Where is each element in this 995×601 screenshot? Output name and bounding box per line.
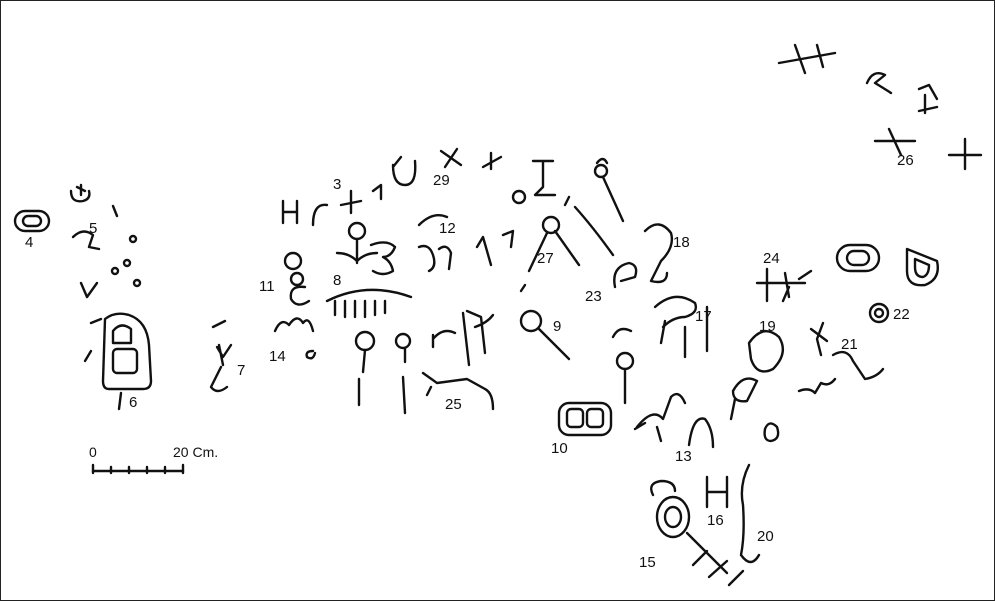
glyph-lizard [635, 394, 685, 441]
label-18: 18 [673, 234, 690, 251]
glyph-12 [419, 215, 513, 271]
label-27: 27 [537, 250, 554, 267]
glyph-19 [731, 331, 783, 441]
glyph-ovals-right [837, 245, 938, 285]
glyph-22 [870, 304, 888, 322]
glyph-3 [283, 157, 415, 225]
label-22: 22 [893, 306, 910, 323]
label-10: 10 [551, 440, 568, 457]
scale-zero-label: 0 [89, 444, 97, 460]
label-6: 6 [129, 394, 137, 411]
label-21: 21 [841, 336, 858, 353]
glyph-bulbs [356, 331, 455, 413]
glyph-21 [799, 323, 883, 393]
label-16: 16 [707, 512, 724, 529]
glyph-23 [614, 263, 636, 287]
glyph-9 [521, 311, 569, 359]
label-29: 29 [433, 172, 450, 189]
glyph-15 [651, 481, 743, 585]
label-7: 7 [237, 362, 245, 379]
label-4: 4 [25, 234, 33, 251]
glyph-7 [211, 321, 231, 391]
label-13: 13 [675, 448, 692, 465]
glyph-10 [559, 403, 611, 435]
glyph-8 [327, 223, 411, 317]
glyph-18 [645, 224, 672, 282]
glyph-27 [521, 197, 613, 291]
label-11: 11 [259, 278, 275, 295]
label-23: 23 [585, 288, 602, 305]
label-5: 5 [89, 220, 97, 237]
glyph-4 [15, 211, 49, 231]
label-9: 9 [553, 318, 561, 335]
scale-length-label: 20 Cm. [173, 444, 218, 460]
scale-bar [93, 465, 183, 473]
label-25: 25 [445, 396, 462, 413]
glyph-25 [423, 311, 493, 409]
glyph-6 [85, 314, 151, 409]
glyph-16 [707, 477, 727, 507]
glyph-29 [441, 149, 501, 169]
label-8: 8 [333, 272, 341, 289]
label-15: 15 [639, 554, 656, 571]
glyph-top-middle [513, 159, 623, 221]
label-14: 14 [269, 348, 286, 365]
glyph-17 [655, 297, 707, 357]
label-26: 26 [897, 152, 914, 169]
glyph-24 [757, 269, 811, 301]
glyph-11 [285, 253, 309, 305]
glyph-26 [875, 129, 981, 169]
glyph-5 [71, 185, 140, 297]
glyph-20 [741, 465, 759, 562]
label-20: 20 [757, 528, 774, 545]
glyph-stalk [613, 329, 633, 403]
label-17: 17 [695, 308, 712, 325]
label-24: 24 [763, 250, 780, 267]
glyph-top-right [779, 45, 937, 113]
glyph-13 [689, 419, 713, 447]
label-3: 3 [333, 176, 341, 193]
label-19: 19 [759, 318, 776, 335]
label-12: 12 [439, 220, 456, 237]
